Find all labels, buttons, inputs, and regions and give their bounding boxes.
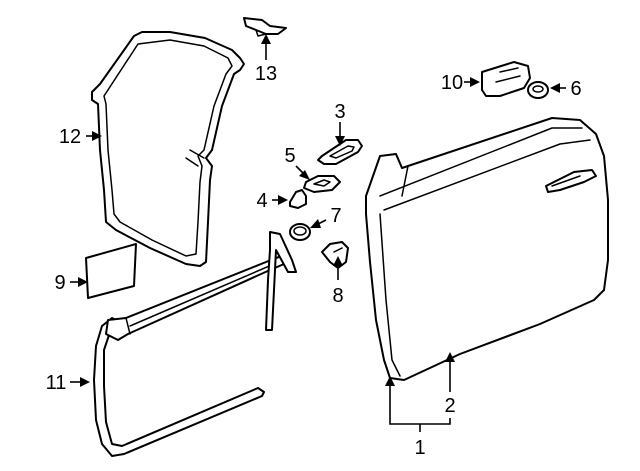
part-6-washer <box>527 81 549 99</box>
callout-1: 1 <box>414 437 425 459</box>
callout-3: 3 <box>334 101 345 123</box>
callout-8: 8 <box>332 285 343 307</box>
part-11-opening-weatherstrip <box>93 231 297 457</box>
callout-10: 10 <box>441 72 463 94</box>
callout-labels: 13 12 3 5 4 7 8 9 10 6 11 2 1 <box>46 63 582 459</box>
part-3-grommet <box>317 139 363 165</box>
callout-6: 6 <box>570 78 581 100</box>
callout-12: 12 <box>59 126 81 148</box>
part-1-2-door <box>365 117 609 381</box>
part-8-check-bumper <box>321 241 349 269</box>
part-9-pad <box>85 243 137 299</box>
callout-9: 9 <box>54 272 65 294</box>
part-5-seal <box>303 175 341 193</box>
part-4-bumper <box>289 189 307 209</box>
callout-leaders <box>70 34 566 432</box>
part-10-cover <box>481 61 531 97</box>
callout-7: 7 <box>330 205 341 227</box>
callout-11: 11 <box>46 372 67 394</box>
callout-5: 5 <box>284 145 295 167</box>
callout-2: 2 <box>444 395 455 417</box>
callout-4: 4 <box>256 190 267 212</box>
callout-13: 13 <box>255 63 277 85</box>
part-12-frame-weatherstrip <box>91 31 245 267</box>
part-13-bracket <box>243 17 287 37</box>
part-7-plug <box>289 223 311 241</box>
